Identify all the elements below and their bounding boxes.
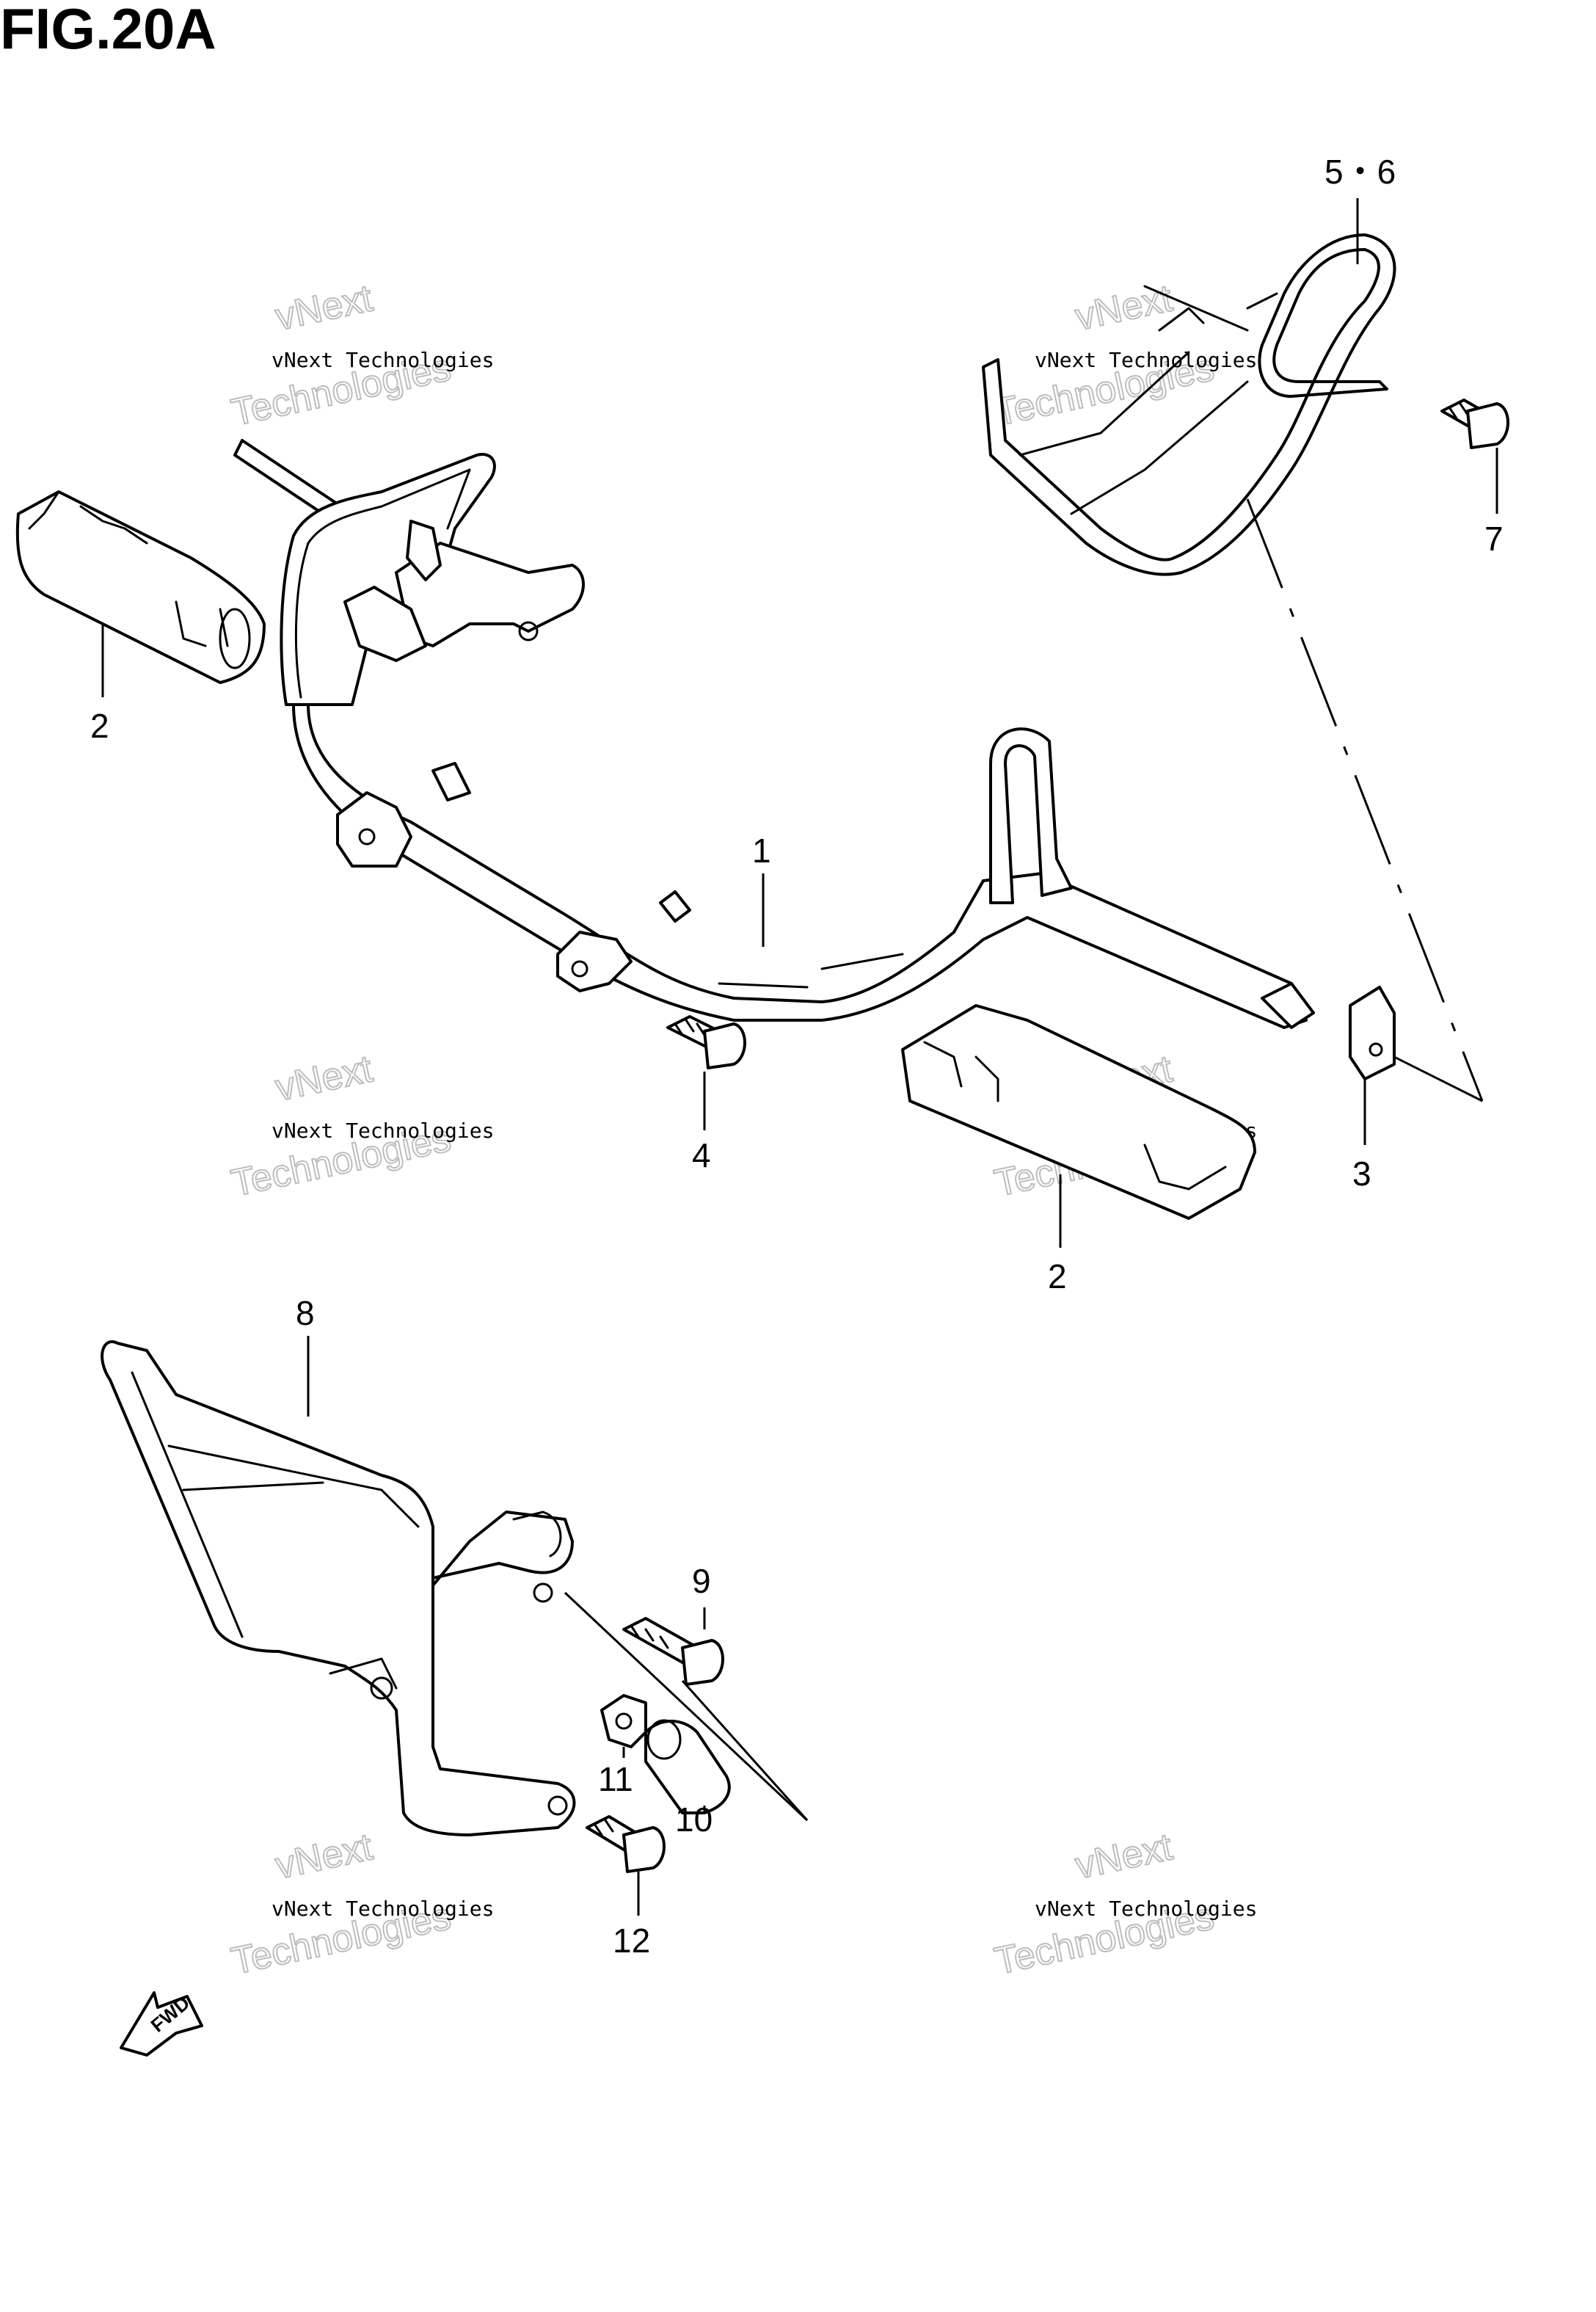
part-2-footpeg-left	[15, 490, 266, 684]
part-10-collar	[644, 1719, 731, 1814]
callout-7: 7	[1484, 448, 1504, 558]
fwd-arrow-icon: FWD	[120, 1991, 203, 2057]
figure-title: FIG.20A	[0, 0, 216, 61]
part-9-bolt	[622, 1617, 724, 1686]
callout-2-right: 2	[1048, 1174, 1067, 1295]
watermark-bottom-left: vNext Technologies vNext Technologies	[227, 1825, 494, 1983]
svg-text:10: 10	[675, 1800, 713, 1839]
svg-text:12: 12	[613, 1922, 650, 1960]
svg-text:vNext Technologies: vNext Technologies	[272, 1897, 494, 1921]
svg-text:8: 8	[296, 1294, 315, 1332]
svg-text:vNext Technologies: vNext Technologies	[272, 1119, 494, 1143]
svg-text:9: 9	[692, 1562, 711, 1600]
callout-1: 1	[752, 832, 771, 947]
watermark-top-left: vNext Technologies vNext Technologies	[227, 276, 494, 435]
svg-text:11: 11	[598, 1760, 633, 1798]
callout-10: 10	[675, 1800, 713, 1839]
assembly-line-guard	[1246, 498, 1484, 1102]
svg-text:vNext Technologies: vNext Technologies	[1035, 1897, 1257, 1921]
part-3-plate	[1349, 986, 1396, 1080]
part-8-lower-guard	[101, 1340, 576, 1836]
part-7-bolt	[1440, 399, 1509, 449]
callout-12: 12	[613, 1872, 650, 1960]
callout-5-6: 5・6	[1324, 153, 1396, 264]
watermark-mid-left: vNext Technologies vNext Technologies	[227, 1047, 494, 1205]
assembly-line-plate	[1393, 1055, 1483, 1102]
callout-11: 11	[598, 1747, 633, 1798]
svg-text:7: 7	[1484, 520, 1504, 558]
svg-text:5・6: 5・6	[1324, 153, 1396, 191]
callout-2-left: 2	[90, 624, 109, 745]
assembly-line-lower-1	[564, 1591, 809, 1822]
svg-text:vNext: vNext	[272, 277, 376, 338]
part-5-6-guard	[982, 233, 1396, 576]
svg-text:vNext: vNext	[1071, 1825, 1176, 1887]
svg-text:vNext: vNext	[272, 1047, 376, 1109]
svg-text:2: 2	[90, 707, 109, 745]
svg-text:vNext: vNext	[272, 1825, 376, 1887]
svg-text:1: 1	[752, 832, 771, 870]
svg-text:2: 2	[1048, 1257, 1067, 1295]
part-1-footrest-bar	[233, 439, 1315, 1029]
part-2-footpeg-right	[901, 1004, 1256, 1220]
part-12-bolt	[586, 1815, 666, 1873]
watermark-bottom-right: vNext Technologies vNext Technologies	[990, 1825, 1257, 1983]
callout-3: 3	[1352, 1079, 1371, 1193]
callout-9: 9	[692, 1562, 711, 1629]
part-4-bolt	[666, 1015, 746, 1069]
callout-4: 4	[692, 1072, 711, 1174]
svg-text:vNext Technologies: vNext Technologies	[272, 348, 494, 372]
svg-text:4: 4	[692, 1136, 711, 1174]
assembly-line-lower-2	[681, 1679, 809, 1822]
callout-8: 8	[296, 1294, 315, 1417]
svg-text:3: 3	[1352, 1155, 1371, 1193]
svg-text:vNext Technologies: vNext Technologies	[1035, 348, 1257, 372]
part-11-nut	[600, 1694, 647, 1748]
